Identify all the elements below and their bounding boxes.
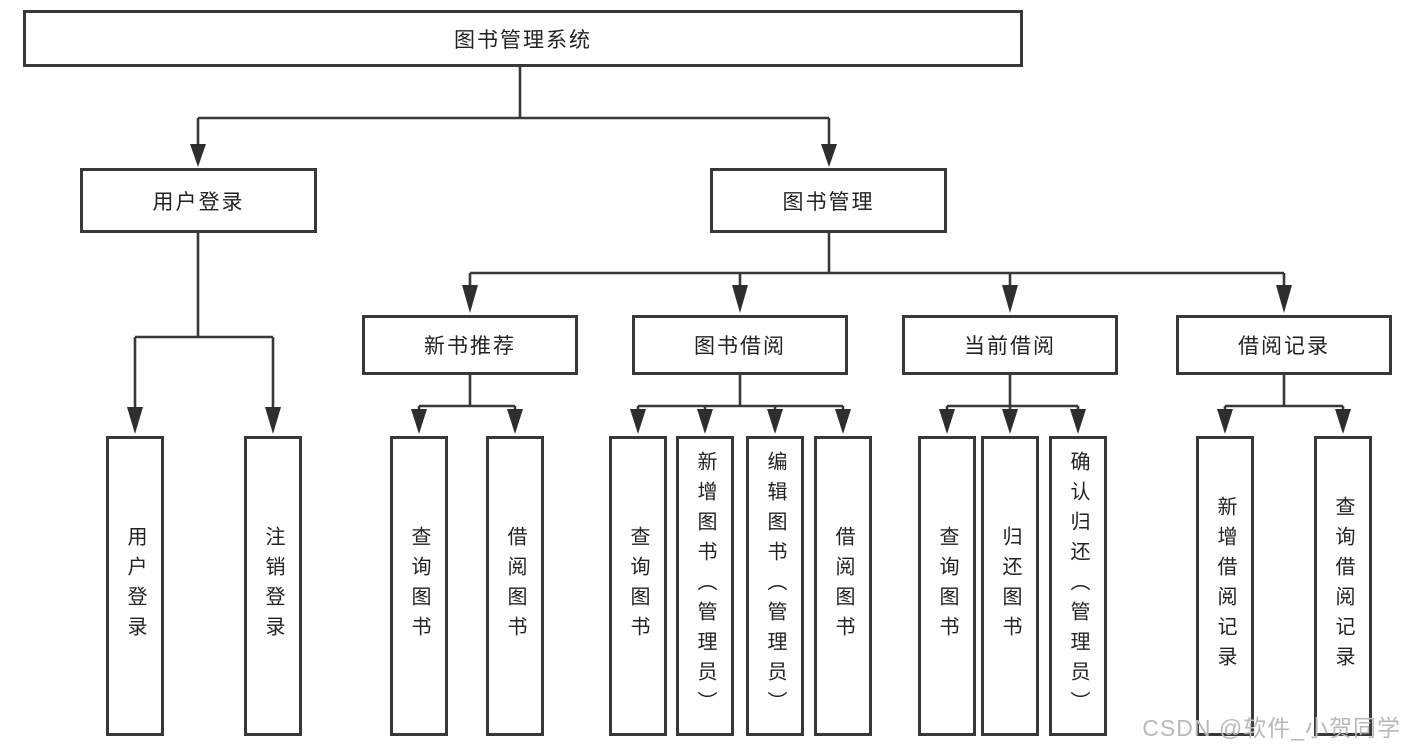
node-user-login: 用户登录 bbox=[80, 168, 317, 233]
connector-records bbox=[1223, 375, 1345, 412]
leaf-borrow-books: 借阅图书 bbox=[814, 436, 872, 736]
leaf-borrow-query-books-label: 查询图书 bbox=[627, 526, 649, 646]
leaf-query-borrow-record-label: 查询借阅记录 bbox=[1332, 496, 1354, 676]
connector-current bbox=[945, 375, 1080, 412]
leaf-confirm-return-admin: 确认归还（管理员） bbox=[1049, 436, 1107, 736]
leaf-recommend-query-books-label: 查询图书 bbox=[408, 526, 430, 646]
leaf-add-books-admin-label: 新增图书（管理员） bbox=[694, 451, 716, 721]
csdn-watermark: CSDN @软件_小贺同学 bbox=[1142, 715, 1401, 741]
leaf-recommend-query-books: 查询图书 bbox=[390, 436, 448, 736]
node-new-book-recommend: 新书推荐 bbox=[362, 315, 578, 375]
node-book-borrow: 图书借阅 bbox=[632, 315, 848, 375]
leaf-logout-label: 注销登录 bbox=[262, 526, 284, 646]
leaf-confirm-return-admin-label: 确认归还（管理员） bbox=[1067, 451, 1089, 721]
leaf-current-query-books-label: 查询图书 bbox=[936, 526, 958, 646]
node-root-label: 图书管理系统 bbox=[454, 28, 592, 52]
leaf-user-login: 用户登录 bbox=[106, 436, 164, 736]
arrowheads bbox=[127, 144, 1351, 434]
node-root: 图书管理系统 bbox=[23, 10, 1023, 67]
node-user-login-label: 用户登录 bbox=[152, 190, 245, 214]
connector-bookmgmt-to-l3 bbox=[468, 233, 1286, 288]
node-new-book-recommend-label: 新书推荐 bbox=[424, 335, 516, 358]
leaf-recommend-borrow-books-label: 借阅图书 bbox=[504, 526, 526, 646]
connector-userlogin-to-leaves bbox=[133, 233, 275, 410]
node-borrow-records-label: 借阅记录 bbox=[1238, 335, 1330, 358]
leaf-edit-books-admin: 编辑图书（管理员） bbox=[746, 436, 804, 736]
node-book-management: 图书管理 bbox=[710, 168, 947, 233]
leaf-edit-books-admin-label: 编辑图书（管理员） bbox=[764, 451, 786, 721]
leaf-return-books: 归还图书 bbox=[981, 436, 1039, 736]
leaf-add-books-admin: 新增图书（管理员） bbox=[676, 436, 734, 736]
leaf-query-borrow-record: 查询借阅记录 bbox=[1314, 436, 1372, 736]
leaf-logout: 注销登录 bbox=[244, 436, 302, 736]
leaf-borrow-books-label: 借阅图书 bbox=[832, 526, 854, 646]
leaf-add-borrow-record-label: 新增借阅记录 bbox=[1214, 496, 1236, 676]
node-borrow-records: 借阅记录 bbox=[1176, 315, 1392, 375]
node-book-management-label: 图书管理 bbox=[782, 190, 875, 214]
node-current-borrow: 当前借阅 bbox=[902, 315, 1118, 375]
leaf-borrow-query-books: 查询图书 bbox=[609, 436, 667, 736]
node-current-borrow-label: 当前借阅 bbox=[964, 335, 1056, 358]
node-book-borrow-label: 图书借阅 bbox=[694, 335, 786, 358]
leaf-return-books-label: 归还图书 bbox=[999, 526, 1021, 646]
leaf-current-query-books: 查询图书 bbox=[918, 436, 976, 736]
connector-borrow bbox=[636, 375, 845, 412]
leaf-add-borrow-record: 新增借阅记录 bbox=[1196, 436, 1254, 736]
leaf-recommend-borrow-books: 借阅图书 bbox=[486, 436, 544, 736]
connector-recommend bbox=[417, 375, 517, 412]
leaf-user-login-label: 用户登录 bbox=[124, 526, 146, 646]
connector-root-to-l2 bbox=[196, 67, 831, 147]
